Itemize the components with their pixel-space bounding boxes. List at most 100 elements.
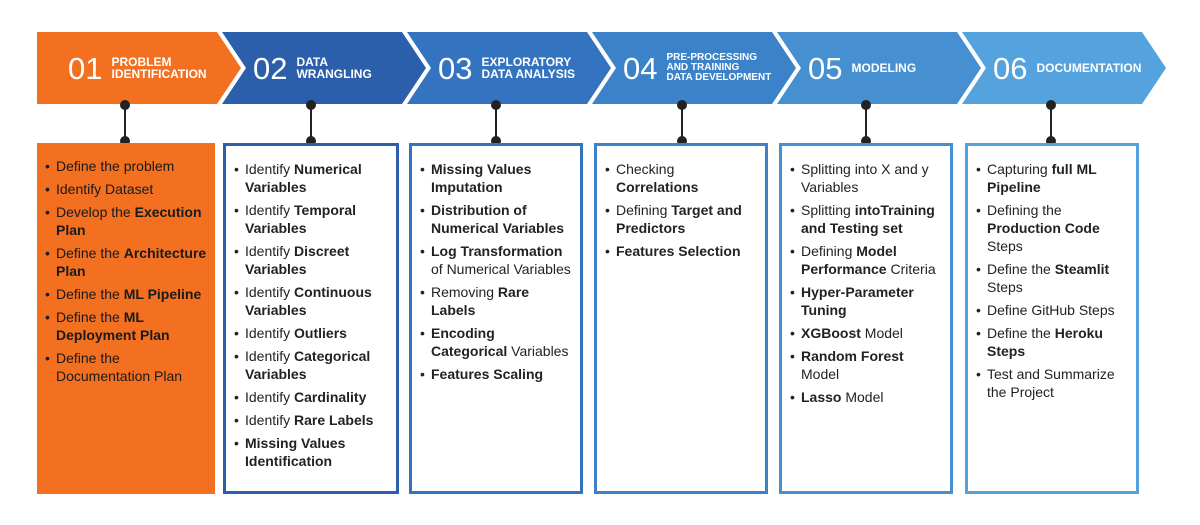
connector-line	[495, 105, 497, 141]
task-text-bold: Rare Labels	[294, 412, 374, 428]
task-text: Identify	[245, 412, 295, 428]
task-text-bold: Execution Plan	[56, 204, 202, 238]
task-text-bold: ML Deployment Plan	[56, 309, 170, 343]
task-item: Identify Cardinality	[234, 388, 390, 406]
stage-arrow-06	[962, 32, 1166, 104]
stage-label: DOCUMENTATION	[1036, 62, 1141, 74]
stage-box-05: Splitting into X and y VariablesSplittin…	[779, 143, 953, 494]
stage-box-04: Checking CorrelationsDefining Target and…	[594, 143, 768, 494]
stage-label-line: DOCUMENTATION	[1036, 61, 1142, 75]
task-item: Defining Model Performance Criteria	[790, 242, 944, 278]
task-text: Defining	[616, 202, 672, 218]
stage-label-line: MODELING	[851, 61, 917, 75]
connector-dot-top	[120, 100, 130, 110]
stage-number: 06	[993, 50, 1028, 86]
task-text: Defining	[801, 243, 857, 259]
task-text-bold: Heroku Steps	[987, 325, 1103, 359]
connector-line	[1050, 105, 1052, 141]
task-text: Steps	[987, 238, 1023, 254]
task-text: Define the	[56, 245, 124, 261]
task-item: Features Scaling	[420, 365, 574, 383]
task-text: Identify Dataset	[56, 181, 154, 197]
task-text-bold: Lasso	[801, 389, 842, 405]
task-text: Splitting into X and y Variables	[801, 161, 929, 195]
task-text-bold: Missing Values Imputation	[431, 161, 532, 195]
task-item: Identify Continuous Variables	[234, 283, 390, 319]
stage-arrow-02	[222, 32, 426, 104]
task-text-bold: Correlations	[616, 179, 699, 195]
connector-line	[310, 105, 312, 141]
task-item: Checking Correlations	[605, 160, 759, 196]
task-text: Criteria	[886, 261, 936, 277]
task-text-bold: Random Forest	[801, 348, 904, 364]
task-item: Missing Values Identification	[234, 434, 390, 470]
connector-dot-top	[1046, 100, 1056, 110]
task-item: XGBoost Model	[790, 324, 944, 342]
task-text: Test and Summarize the Project	[987, 366, 1115, 400]
stage-connector	[861, 100, 871, 146]
task-item: Identify Outliers	[234, 324, 390, 342]
stage-header-05: 05 MODELING	[808, 32, 916, 104]
task-item: Identify Temporal Variables	[234, 201, 390, 237]
task-text: Steps	[987, 279, 1023, 295]
task-text: Identify	[245, 325, 295, 341]
task-text-bold: Categorical Variables	[245, 348, 371, 382]
task-text: Identify	[245, 348, 295, 364]
connector-line	[681, 105, 683, 141]
task-item: Define the Documentation Plan	[45, 349, 209, 385]
task-text-bold: Outliers	[294, 325, 347, 341]
task-text: Define the problem	[56, 158, 175, 174]
task-text: Define the	[56, 309, 124, 325]
task-text: Identify	[245, 243, 295, 259]
task-text: Capturing	[987, 161, 1052, 177]
stage-task-list: Define the problemIdentify DatasetDevelo…	[45, 157, 209, 385]
task-text-bold: Features Selection	[616, 243, 741, 259]
task-text-bold: Missing Values Identification	[245, 435, 346, 469]
stage-task-list: Missing Values ImputationDistribution of…	[420, 160, 574, 383]
task-text-bold: intoTraining and Testing set	[801, 202, 935, 236]
stage-arrow-05	[777, 32, 981, 104]
task-item: Develop the Execution Plan	[45, 203, 209, 239]
task-item: Defining the Production Code Steps	[976, 201, 1130, 255]
task-text: Model	[841, 389, 884, 405]
task-text-bold: Features Scaling	[431, 366, 544, 382]
task-item: Identify Discreet Variables	[234, 242, 390, 278]
stage-label: MODELING	[851, 62, 916, 74]
stage-task-list: Splitting into X and y VariablesSplittin…	[790, 160, 944, 406]
task-item: Test and Summarize the Project	[976, 365, 1130, 401]
stage-box-06: Capturing full ML PipelineDefining the P…	[965, 143, 1139, 494]
task-text-bold: Discreet Variables	[245, 243, 350, 277]
task-item: Define the problem	[45, 157, 209, 175]
task-item: Define the Heroku Steps	[976, 324, 1130, 360]
task-item: Lasso Model	[790, 388, 944, 406]
stage-number: 04	[623, 50, 658, 86]
stage-arrow-04	[592, 32, 796, 104]
task-text: Define the Documentation Plan	[56, 350, 183, 384]
task-text: Model	[801, 366, 840, 382]
task-text-bold: Temporal Variables	[245, 202, 357, 236]
stage-label-line: WRANGLING	[296, 67, 372, 81]
task-text: Variables	[507, 343, 569, 359]
task-text-bold: Continuous Variables	[245, 284, 372, 318]
task-text-bold: full ML Pipeline	[987, 161, 1097, 195]
task-text-bold: Hyper-Parameter Tuning	[801, 284, 914, 318]
task-item: Identify Dataset	[45, 180, 209, 198]
task-text: Identify	[245, 389, 295, 405]
task-text-bold: Rare Labels	[431, 284, 530, 318]
stage-box-03: Missing Values ImputationDistribution of…	[409, 143, 583, 494]
task-text: Identify	[245, 202, 295, 218]
stage-connector	[677, 100, 687, 146]
connector-line	[124, 105, 126, 141]
stage-label-line: AND TRAINING	[666, 62, 740, 73]
task-item: Random Forest Model	[790, 347, 944, 383]
task-item: Capturing full ML Pipeline	[976, 160, 1130, 196]
stage-label-line: DATA ANALYSIS	[481, 67, 576, 81]
stage-box-02: Identify Numerical VariablesIdentify Tem…	[223, 143, 399, 494]
stage-number: 05	[808, 50, 843, 86]
stage-box-01: Define the problemIdentify DatasetDevelo…	[37, 143, 215, 494]
